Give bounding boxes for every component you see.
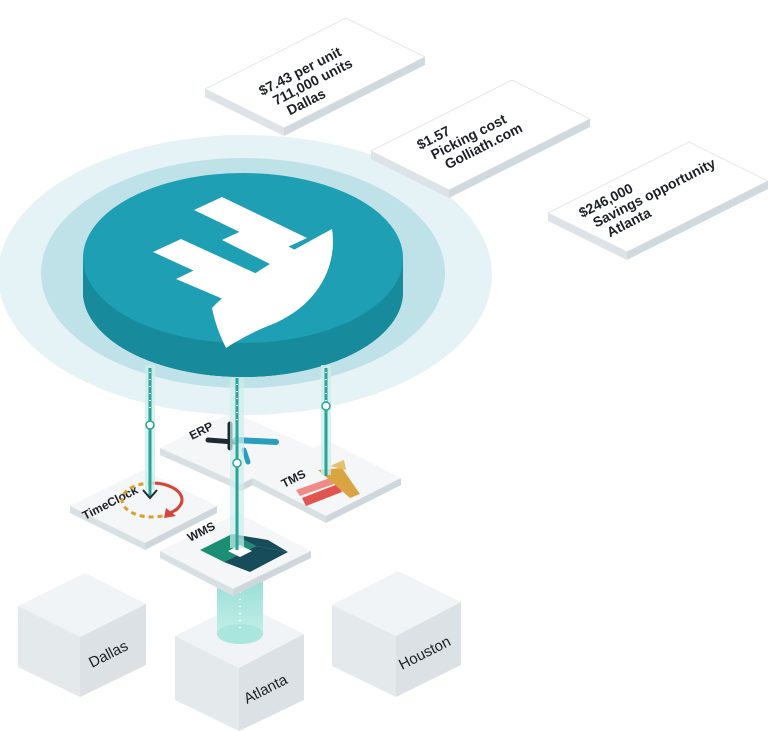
system-tile-tms[interactable]: TMS <box>252 441 401 523</box>
system-tile-timeclock[interactable]: TimeClock <box>70 470 217 550</box>
logo-icon <box>153 197 333 348</box>
connector-tms <box>321 365 331 476</box>
connector-timeclock <box>142 365 158 500</box>
tms-icon <box>296 460 360 506</box>
location-box-houston: Houston <box>332 571 461 697</box>
location-box-dallas: Dallas <box>18 573 146 697</box>
system-tile-wms[interactable]: WMS <box>160 513 311 596</box>
info-card-atlanta: $246,000 Savings opportunity Atlanta <box>546 141 768 260</box>
info-card-dallas: $7.43 per unit 711,000 units Dallas <box>203 17 427 136</box>
info-card-golliath: $1.57 Picking cost Golliath.com <box>369 79 592 198</box>
connector-erp-wms <box>230 378 244 550</box>
central-platform <box>83 173 403 377</box>
